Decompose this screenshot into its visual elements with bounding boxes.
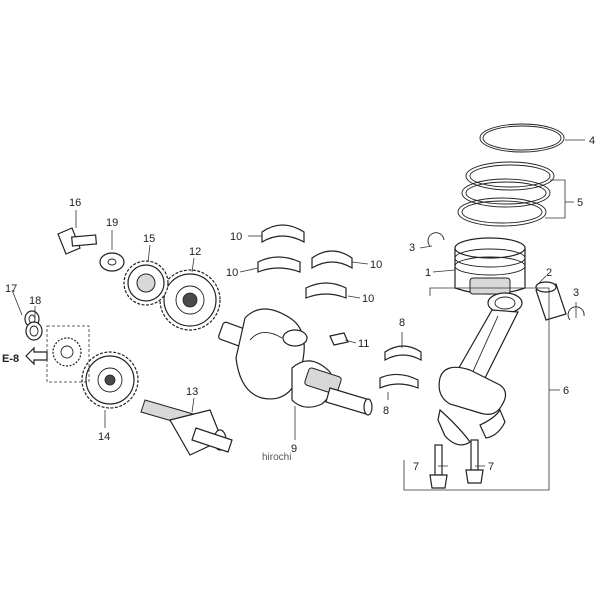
callout-8-top: 8 — [399, 317, 405, 329]
callout-7-left: 7 — [413, 461, 419, 473]
callout-8-bottom: 8 — [383, 405, 389, 417]
callout-11: 11 — [358, 338, 369, 350]
piston-ring-set — [457, 161, 555, 227]
callout-5: 5 — [577, 197, 583, 209]
reference-label: E-8 — [2, 353, 19, 365]
main-bearing-1 — [261, 224, 305, 244]
callout-16: 16 — [69, 197, 81, 209]
callout-3-right: 3 — [573, 287, 579, 299]
callout-2: 2 — [546, 267, 552, 279]
piston-pin-clip-left — [427, 232, 445, 247]
callout-13: 13 — [186, 386, 198, 398]
thrust-washer — [25, 321, 43, 341]
piston-pin — [535, 281, 567, 321]
crankshaft-key — [329, 332, 349, 346]
callout-12: 12 — [189, 246, 201, 258]
callout-10-d: 10 — [362, 293, 374, 305]
callout-3-left: 3 — [409, 242, 415, 254]
conrod-bearing-upper — [384, 345, 422, 362]
connecting-rod-bolt-right — [465, 439, 484, 484]
callout-19: 19 — [106, 217, 118, 229]
piston — [454, 237, 526, 295]
main-bearing-4 — [305, 282, 347, 299]
primary-drive-gear — [123, 260, 169, 306]
watermark: hirochi — [262, 452, 291, 463]
connecting-rod — [437, 292, 523, 446]
callout-17: 17 — [5, 283, 17, 295]
callout-14: 14 — [98, 431, 110, 443]
callout-15: 15 — [143, 233, 155, 245]
balancer-drive-gear — [159, 269, 221, 331]
callout-18: 18 — [29, 295, 41, 307]
balancer-shaft — [140, 399, 233, 456]
leader-lines — [11, 139, 585, 467]
reference-arrow — [25, 346, 48, 366]
item-6-bracket — [403, 287, 550, 491]
washer — [99, 252, 125, 272]
balancer-driven-gear — [81, 351, 139, 409]
reference-sprocket — [52, 337, 82, 367]
crankshaft — [218, 308, 373, 416]
connecting-rod-bolt-left — [429, 444, 448, 489]
callout-1: 1 — [425, 267, 431, 279]
conrod-bearing-lower — [379, 373, 419, 389]
callout-9: 9 — [291, 443, 297, 455]
main-bearing-3 — [311, 250, 353, 270]
callout-6: 6 — [563, 385, 569, 397]
main-bearing-2 — [257, 256, 301, 273]
callout-10-a: 10 — [230, 231, 242, 243]
callout-10-c: 10 — [370, 259, 382, 271]
callout-7-right: 7 — [488, 461, 494, 473]
flange-bolt — [57, 227, 98, 255]
piston-pin-clip-right — [567, 306, 585, 321]
piston-ring-top — [479, 123, 565, 153]
callout-10-b: 10 — [226, 267, 238, 279]
callout-4: 4 — [589, 135, 595, 147]
